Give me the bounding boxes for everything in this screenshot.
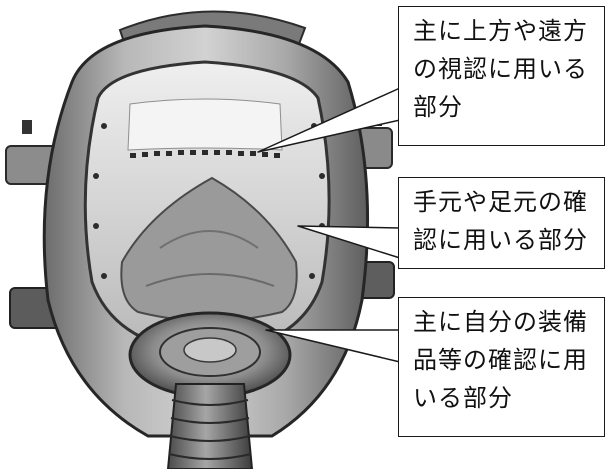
leader-upper xyxy=(257,87,401,153)
leader-middle xyxy=(297,225,401,259)
callout-lower-line-3: いる部分 xyxy=(413,384,513,412)
lens-edge-rivets xyxy=(93,123,325,279)
callout-upper-line-2: の視認に用いる xyxy=(413,55,588,83)
callout-lower-line-1: 主に自分の装備 xyxy=(413,308,588,336)
breathing-hose xyxy=(166,383,254,469)
inner-nose-cup xyxy=(120,176,298,322)
upper-viewing-area xyxy=(127,98,283,151)
callout-lower-view: 主に自分の装備 品等の確認に用 いる部分 xyxy=(398,297,605,437)
callout-upper-view: 主に上方や遠方 の視認に用いる 部分 xyxy=(398,6,605,146)
callout-lower-line-2: 品等の確認に用 xyxy=(413,346,588,374)
leader-lower xyxy=(265,329,401,363)
callout-middle-line-1: 手元や足元の確 xyxy=(413,188,588,216)
callout-upper-line-3: 部分 xyxy=(413,93,463,121)
callout-middle-view: 手元や足元の確 認に用いる部分 xyxy=(398,177,605,269)
head-harness-straps xyxy=(5,10,395,329)
callout-middle-line-2: 認に用いる部分 xyxy=(413,226,588,254)
callout-upper-line-1: 主に上方や遠方 xyxy=(413,17,588,45)
exhalation-valve xyxy=(128,311,292,399)
hose-ribs xyxy=(168,399,252,460)
lens-divider-dots xyxy=(130,150,280,158)
